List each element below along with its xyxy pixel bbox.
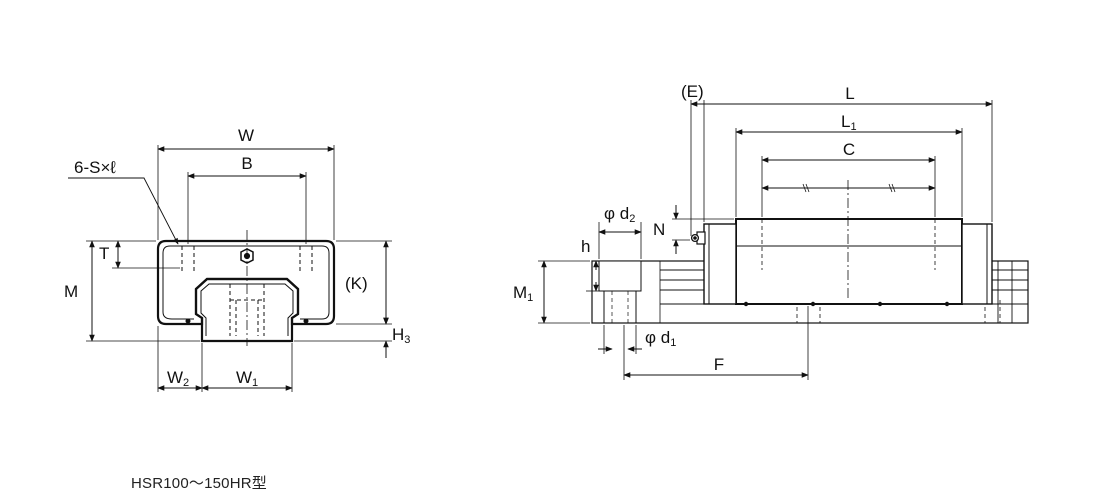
label-h: h — [581, 237, 590, 256]
figure-caption: HSR100～150HR型 — [131, 475, 267, 492]
base-counterbore — [598, 260, 642, 323]
label-K: (K) — [345, 274, 368, 293]
label-M: M — [64, 282, 78, 301]
label-L1: L1 — [841, 112, 857, 133]
label-T: T — [99, 244, 109, 263]
block-inner-line — [162, 245, 330, 320]
front-view — [68, 145, 392, 392]
label-L: L — [845, 84, 854, 103]
label-holes: 6-S×ℓ — [74, 158, 116, 177]
block-holes-side — [761, 219, 936, 270]
front-view-labels: W B 6-S×ℓ T M (K) H3 W2 W1 — [64, 126, 410, 389]
side-view-labels: (E) L L1 C N φ d2 h M1 φ d1 F — [513, 82, 857, 374]
grease-nipple-side — [690, 231, 706, 245]
rail-outline — [194, 277, 300, 343]
label-M1: M1 — [513, 283, 533, 304]
label-N: N — [653, 220, 665, 239]
label-d2: φ d2 — [604, 204, 635, 225]
label-W1: W1 — [236, 368, 258, 389]
side-screws — [743, 301, 950, 307]
block-body — [735, 218, 963, 305]
label-B: B — [241, 154, 252, 173]
block-hole-hidden — [181, 246, 313, 272]
label-d1: φ d1 — [645, 328, 676, 349]
label-H3: H3 — [392, 325, 410, 346]
label-E: (E) — [681, 82, 704, 101]
label-F: F — [714, 355, 724, 374]
label-W: W — [238, 126, 254, 145]
side-view — [538, 100, 1029, 380]
label-W2: W2 — [167, 368, 189, 389]
label-C: C — [843, 140, 855, 159]
rail-hole-hidden — [229, 284, 265, 336]
